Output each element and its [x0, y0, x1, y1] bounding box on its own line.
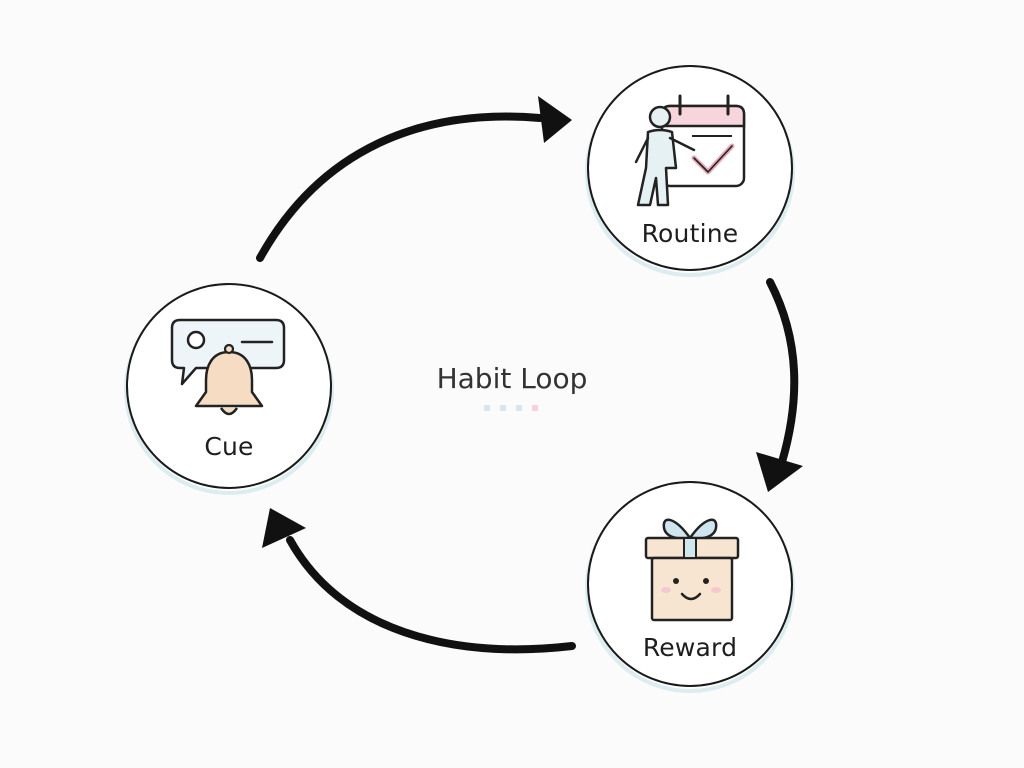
- person-calendar-check-icon: [634, 94, 746, 207]
- routine-label: Routine: [641, 219, 739, 248]
- node-reward: [585, 481, 795, 693]
- arrow-reward-to-cue: [262, 508, 576, 654]
- node-routine: [585, 65, 795, 277]
- bell-message-icon: [170, 318, 286, 416]
- title-decoration: [484, 405, 538, 411]
- arrow-cue-to-routine: [256, 96, 572, 262]
- decoration-dot: [484, 405, 490, 411]
- cue-label: Cue: [204, 432, 254, 461]
- decoration-dot: [516, 405, 522, 411]
- node-cue: [124, 283, 334, 495]
- arrow-routine-to-reward: [756, 278, 803, 492]
- smiling-gift-box-icon: [644, 518, 740, 622]
- diagram-title: Habit Loop: [436, 362, 588, 395]
- decoration-dot: [500, 405, 506, 411]
- decoration-dot: [532, 405, 538, 411]
- reward-label: Reward: [642, 633, 738, 662]
